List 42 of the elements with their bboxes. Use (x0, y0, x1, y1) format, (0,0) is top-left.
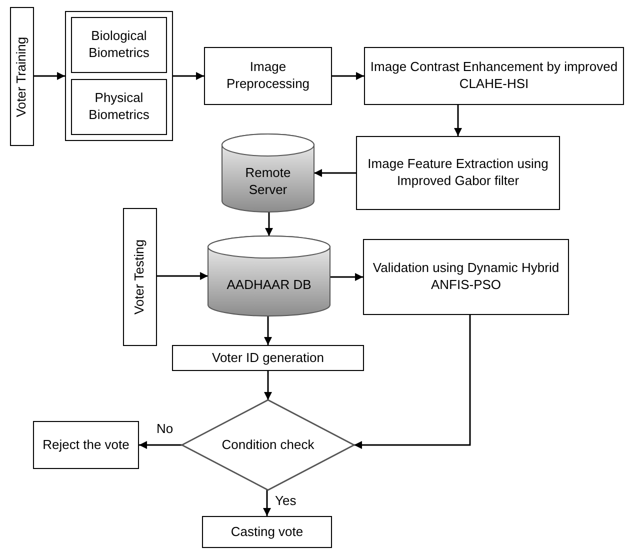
arrow (264, 316, 272, 345)
process-box (71, 17, 167, 73)
node-label: Reject the vote (42, 436, 130, 454)
arrow (263, 490, 271, 516)
process-box (364, 47, 624, 105)
arrow (265, 212, 273, 236)
process-box (172, 345, 364, 371)
node-label: Voter ID generation (210, 350, 326, 366)
process-box (10, 7, 34, 146)
decision-diamond (182, 400, 354, 490)
arrow (354, 315, 471, 449)
node-label: Remote Server (244, 165, 292, 199)
arrow (139, 441, 182, 449)
process-box (33, 421, 139, 469)
node-label: Image Preprocessing (225, 59, 311, 93)
node-label: AADHAAR DB (226, 276, 312, 294)
arrow (332, 72, 364, 80)
node-label: Casting vote (230, 524, 304, 540)
process-box (363, 239, 569, 315)
arrow (330, 273, 363, 281)
node-label: Voter Training (14, 36, 30, 117)
node-label: Physical Biometrics (88, 90, 150, 124)
arrow (264, 371, 272, 400)
node-label: Image Feature Extraction using Improved Gabor filter (366, 156, 550, 190)
database-cylinder (208, 236, 330, 316)
process-box (123, 208, 157, 346)
node-label: Validation using Dynamic Hybrid ANFIS-PSO (372, 260, 560, 294)
node-label: Voter Testing (132, 240, 148, 314)
arrow (314, 169, 356, 177)
node-label: Condition check (220, 436, 316, 454)
node-label: Image Contrast Enhancement by improved CLAHE-HSI (369, 59, 619, 93)
arrow (173, 72, 204, 80)
process-box (356, 136, 560, 210)
node-label: Biological Biometrics (88, 28, 150, 62)
process-box (204, 47, 332, 105)
database-cylinder (222, 134, 314, 212)
group-box (65, 11, 173, 141)
arrow (157, 272, 208, 280)
process-box (202, 516, 332, 548)
process-box (71, 79, 167, 135)
arrow (34, 72, 65, 80)
arrow (454, 105, 462, 136)
